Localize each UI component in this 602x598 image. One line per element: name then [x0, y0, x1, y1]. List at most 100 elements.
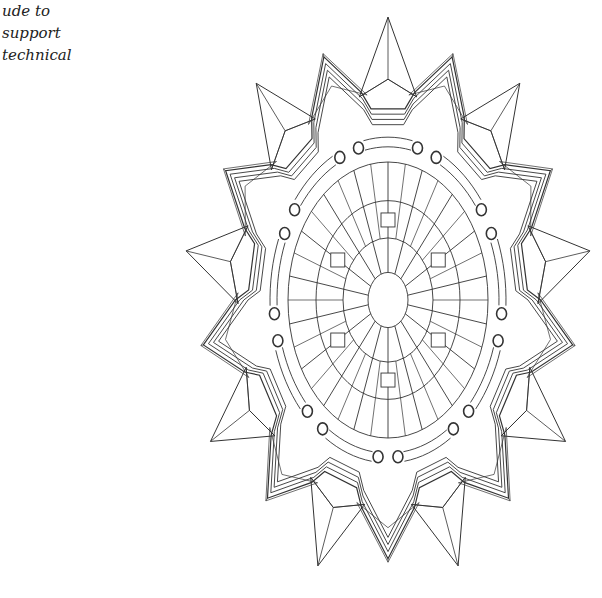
- ravelin-outline: [311, 477, 365, 565]
- ravelin-outline: [186, 226, 248, 304]
- radial-street: [338, 180, 366, 246]
- casemate-wall: [440, 165, 475, 206]
- ravelin-facet: [359, 79, 416, 97]
- radial-street: [290, 276, 369, 295]
- bastion-facet: [266, 427, 318, 500]
- bastion-facet: [309, 54, 368, 125]
- radial-street: [290, 305, 369, 324]
- casemate-wall: [277, 243, 285, 306]
- bastion-facet: [499, 161, 552, 236]
- casemate-bastion-turret: [280, 228, 290, 240]
- casemate-bastion-turret: [290, 204, 300, 216]
- rampart-line: [203, 57, 572, 559]
- radial-street: [395, 170, 422, 274]
- radial-street: [301, 314, 370, 369]
- rampart-line: [214, 70, 563, 544]
- radial-street: [371, 361, 381, 436]
- casemate-bastion-turret: [393, 451, 403, 463]
- casemate-wall: [301, 165, 336, 206]
- bastion-facet: [223, 161, 276, 236]
- ravelin-ridge: [318, 507, 333, 565]
- radial-street: [405, 314, 474, 369]
- casemate-bastion-turret: [413, 142, 423, 154]
- casemate-wall: [276, 350, 301, 409]
- casemate-bastion-turret: [431, 151, 441, 163]
- casemate-wall: [282, 347, 305, 402]
- casemate-bastion-turret: [273, 335, 283, 347]
- bastion-ridge: [573, 344, 575, 346]
- casemate-wall: [443, 156, 481, 200]
- bastion-ridge: [223, 169, 225, 171]
- casemate-wall: [295, 156, 333, 200]
- ravelin-outline: [528, 226, 590, 304]
- rampart-line: [208, 64, 567, 552]
- town-square: [331, 333, 345, 347]
- casemate-wall: [403, 430, 446, 452]
- ravelin-ridge: [546, 251, 590, 262]
- radial-street: [294, 253, 346, 279]
- bastion-ridge: [452, 54, 454, 57]
- radial-street: [430, 253, 482, 279]
- bastion-ridge: [509, 498, 511, 501]
- radial-street: [405, 231, 474, 286]
- ravelin-ridge: [388, 17, 389, 79]
- casemate-wall: [365, 147, 411, 150]
- casemate-bastion-turret: [353, 142, 363, 154]
- ravelin-ridge: [443, 507, 458, 565]
- radial-street: [433, 300, 488, 301]
- bastion-ridge: [323, 54, 325, 57]
- radial-street: [294, 321, 346, 347]
- radial-street: [354, 170, 381, 274]
- radial-street: [301, 231, 370, 286]
- ravelin-facet: [271, 119, 315, 170]
- casemate-bastion-turret: [335, 151, 345, 163]
- radial-street: [396, 164, 406, 239]
- radial-street: [288, 300, 343, 301]
- ravelin-ridge: [527, 410, 566, 441]
- town-square: [431, 253, 445, 267]
- casemate-wall: [476, 350, 501, 409]
- bastion-facet: [527, 293, 575, 378]
- ring-street: [368, 272, 408, 327]
- bastion-ridge: [550, 169, 552, 171]
- text-fragment-column: ude tosupporttechnical: [0, 0, 200, 66]
- radial-street: [371, 164, 381, 239]
- ravelin-ridge: [491, 83, 520, 131]
- casemate-wall: [491, 243, 499, 306]
- radial-street: [401, 194, 452, 279]
- ravelin-outline: [359, 17, 416, 97]
- radial-street: [411, 180, 439, 246]
- radial-street: [408, 305, 487, 324]
- town-square: [331, 253, 345, 267]
- ring-street: [288, 162, 488, 438]
- radial-street: [395, 326, 422, 430]
- bastion-facet: [409, 54, 468, 125]
- radial-street: [430, 321, 482, 347]
- town-square: [431, 333, 445, 347]
- radial-street: [408, 276, 487, 295]
- casemate-bastion-turret: [373, 451, 383, 463]
- ravelin-outline: [256, 83, 315, 169]
- bastion-facet: [357, 502, 419, 562]
- casemate-bastion-turret: [493, 335, 503, 347]
- bastion-facet: [458, 427, 510, 500]
- casemate-wall: [329, 430, 372, 452]
- radial-street: [324, 321, 375, 406]
- radial-street: [411, 354, 439, 420]
- ravelin-outline: [461, 83, 520, 169]
- ravelin-facet: [461, 119, 505, 170]
- page-text-fragment: support: [2, 22, 200, 44]
- bastion-ridge: [266, 498, 268, 501]
- bastion-ridge: [388, 559, 389, 562]
- ravelin-outline: [411, 477, 465, 565]
- ravelin-ridge: [210, 410, 249, 441]
- casemate-bastion-turret: [476, 204, 486, 216]
- casemate-bastion-turret: [464, 405, 474, 417]
- radial-street: [338, 354, 366, 420]
- radial-street: [396, 361, 406, 436]
- page-text-fragment: ude to: [2, 0, 200, 22]
- casemate-wall: [363, 137, 412, 141]
- radial-street: [354, 326, 381, 430]
